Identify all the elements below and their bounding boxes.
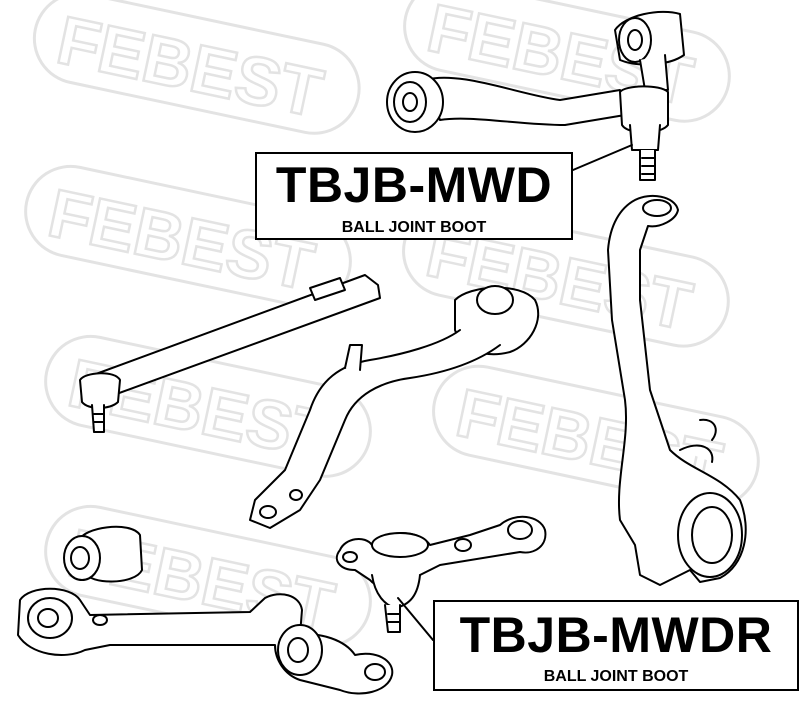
- leader-line-lower: [397, 597, 434, 641]
- steering-knuckle: [607, 194, 747, 586]
- line-drawing: [17, 10, 747, 695]
- leader-line-upper: [572, 144, 633, 171]
- front-lower-arm: [249, 285, 540, 529]
- label-lower: TBJB-MWDR BALL JOINT BOOT: [433, 600, 799, 691]
- part-description-upper: BALL JOINT BOOT: [341, 219, 487, 236]
- lower-control-arm: [17, 587, 394, 695]
- upper-control-arm: [386, 10, 685, 181]
- part-description-lower: BALL JOINT BOOT: [543, 668, 689, 685]
- label-upper: TBJB-MWD BALL JOINT BOOT: [255, 152, 573, 240]
- watermark-brand: FEBEST: [51, 2, 329, 132]
- bushing: [63, 525, 143, 583]
- part-number-upper: TBJB-MWD: [275, 157, 553, 213]
- ball-joint-arm: [335, 515, 547, 633]
- part-number-lower: TBJB-MWDR: [459, 607, 773, 663]
- strut-rod: [79, 274, 381, 433]
- watermark-logo: FEBEST: [32, 0, 361, 135]
